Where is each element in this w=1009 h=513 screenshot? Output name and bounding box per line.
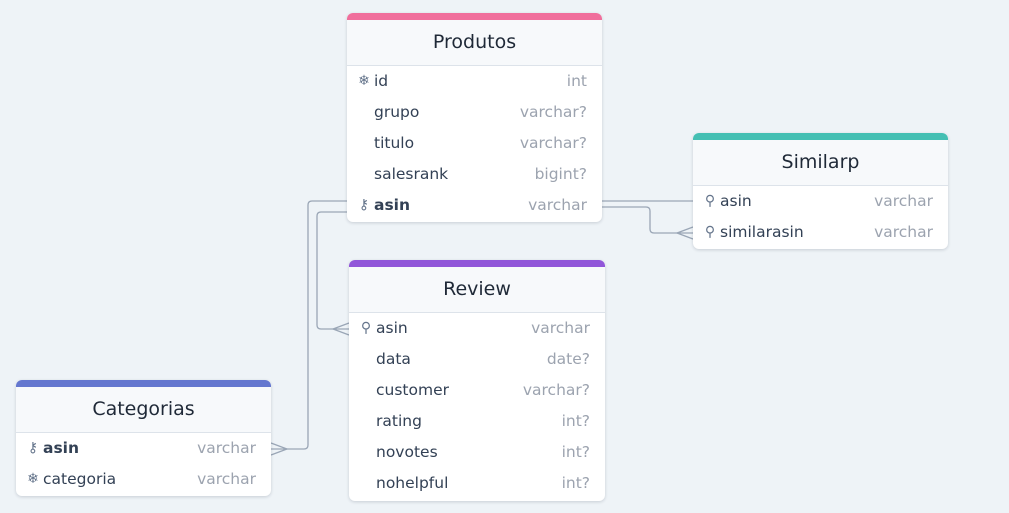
pin-icon: ⚲	[360, 320, 372, 336]
field-name: asin	[720, 192, 752, 210]
field-row-similarasin[interactable]: ⚲similarasin varchar	[693, 217, 948, 248]
field-name: grupo	[374, 103, 420, 121]
table-produtos[interactable]: Produtos ❄id int grupo varchar? titulo varc…	[347, 13, 602, 222]
snowflake-icon: ❄	[27, 471, 39, 487]
field-type: varchar	[197, 470, 256, 488]
table-title[interactable]: Similarp	[693, 140, 948, 186]
field-type: varchar	[197, 439, 256, 457]
field-type: int?	[561, 443, 590, 461]
crowfoot-categorias	[270, 442, 289, 456]
field-name: similarasin	[720, 223, 804, 241]
field-name: asin	[376, 319, 408, 337]
field-type: varchar?	[519, 103, 587, 121]
table-similarp[interactable]: Similarp ⚲asin varchar ⚲similarasin varcha…	[693, 133, 948, 249]
field-type: varchar	[528, 196, 587, 214]
field-row-categoria[interactable]: ❄categoria varchar	[16, 464, 271, 495]
field-name: asin	[374, 196, 411, 214]
field-name: id	[374, 72, 389, 90]
field-type: int	[566, 72, 587, 90]
field-row-salesrank[interactable]: salesrank bigint?	[347, 159, 602, 190]
table-title[interactable]: Produtos	[347, 20, 602, 66]
field-row-asin[interactable]: ⚲asin varchar	[693, 186, 948, 217]
field-row-grupo[interactable]: grupo varchar?	[347, 97, 602, 128]
field-name: rating	[376, 412, 422, 430]
field-name: asin	[43, 439, 80, 457]
field-row-asin[interactable]: ⚲asin varchar	[349, 313, 605, 344]
table-categorias[interactable]: Categorias ⚷asin varchar ❄categoria varcha…	[16, 380, 271, 496]
field-row-data[interactable]: data date?	[349, 344, 605, 375]
field-row-novotes[interactable]: novotes int?	[349, 437, 605, 468]
field-name: categoria	[43, 470, 117, 488]
field-row-asin[interactable]: ⚷asin varchar	[16, 433, 271, 464]
table-review[interactable]: Review ⚲asin varchar data date? customer va…	[349, 260, 605, 501]
field-type: varchar	[874, 223, 933, 241]
crowfoot-similarp	[675, 226, 694, 240]
field-row-rating[interactable]: rating int?	[349, 406, 605, 437]
field-name: nohelpful	[376, 474, 449, 492]
pin-icon: ⚲	[704, 224, 716, 240]
field-name: data	[376, 350, 411, 368]
field-type: varchar?	[522, 381, 590, 399]
field-type: bigint?	[534, 165, 587, 183]
field-name: novotes	[376, 443, 438, 461]
field-name: salesrank	[374, 165, 449, 183]
key-icon: ⚷	[27, 440, 39, 456]
field-type: varchar	[531, 319, 590, 337]
edge-produtos-similarp-similarasin	[602, 206, 693, 234]
field-row-titulo[interactable]: titulo varchar?	[347, 128, 602, 159]
field-type: int?	[561, 412, 590, 430]
table-title[interactable]: Review	[349, 267, 605, 313]
field-name: customer	[376, 381, 449, 399]
snowflake-icon: ❄	[358, 73, 370, 89]
field-row-nohelpful[interactable]: nohelpful int?	[349, 468, 605, 499]
field-type: int?	[561, 474, 590, 492]
field-type: varchar	[874, 192, 933, 210]
table-header-bar	[16, 380, 271, 387]
field-type: date?	[546, 350, 590, 368]
field-row-customer[interactable]: customer varchar?	[349, 375, 605, 406]
table-header-bar	[347, 13, 602, 20]
field-type: varchar?	[519, 134, 587, 152]
field-row-asin[interactable]: ⚷asin varchar	[347, 190, 602, 221]
table-title[interactable]: Categorias	[16, 387, 271, 433]
table-header-bar	[693, 133, 948, 140]
field-name: titulo	[374, 134, 415, 152]
edge-produtos-review-asin	[316, 211, 349, 330]
crowfoot-review	[331, 322, 350, 336]
field-row-id[interactable]: ❄id int	[347, 66, 602, 97]
key-icon: ⚷	[358, 197, 370, 213]
table-header-bar	[349, 260, 605, 267]
pin-icon: ⚲	[704, 193, 716, 209]
edge-produtos-categorias-asin	[271, 200, 347, 450]
